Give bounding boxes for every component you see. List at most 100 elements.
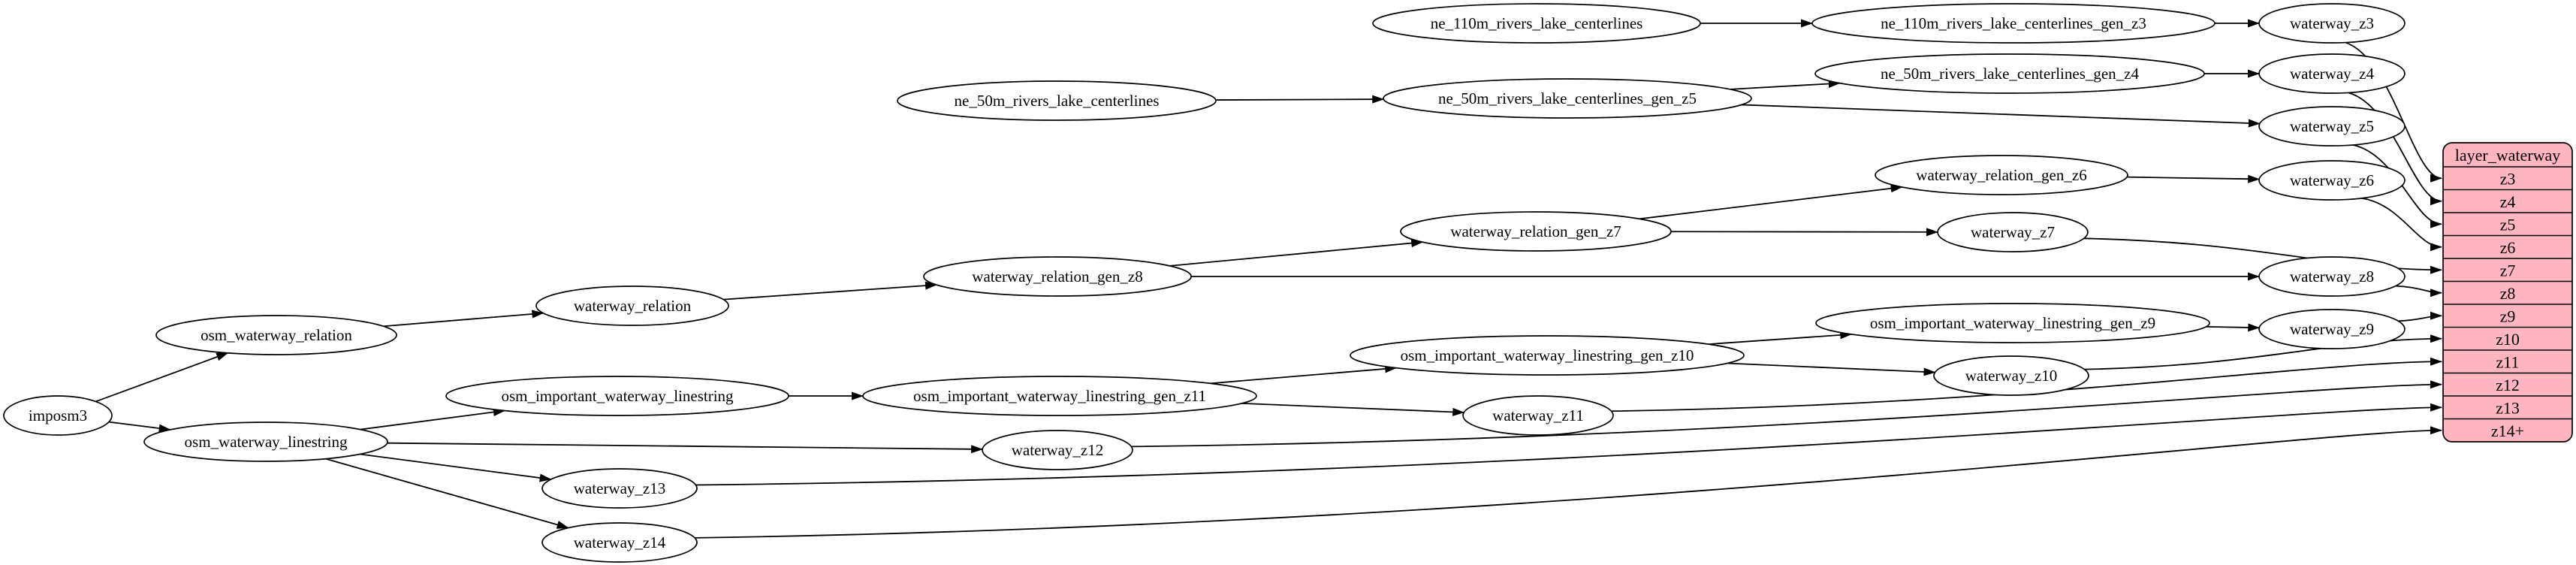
edges-layer — [95, 19, 2442, 539]
node-imposm3: imposm3 — [3, 395, 113, 436]
node-label-waterway_z4: waterway_z4 — [2290, 65, 2374, 83]
edge-ne_50m_rivers_lake_centerlines-to-ne_50m_rivers_lake_centerlines_gen_z5 — [1215, 95, 1385, 104]
node-label-osm_waterway_relation: osm_waterway_relation — [201, 326, 352, 344]
edge-waterway_relation_gen_z7-to-waterway_z7 — [1670, 228, 1938, 237]
node-label-waterway_relation_gen_z6: waterway_relation_gen_z6 — [1916, 166, 2086, 184]
node-ellipse-waterway_z11 — [1462, 395, 1614, 436]
edge-waterway_z3-to-layer_waterway-z3 — [2345, 41, 2442, 183]
table-row-z14+: z14+ — [2491, 421, 2524, 440]
node-label-osm_important_waterway_linestring_gen_z11: osm_important_waterway_linestring_gen_z1… — [913, 387, 1206, 405]
edge-waterway_z11-to-layer_waterway-z11 — [1611, 357, 2442, 412]
table-row-z5: z5 — [2500, 215, 2516, 234]
node-ellipse-imposm3 — [3, 395, 113, 436]
node-waterway_z10: waterway_z10 — [1933, 355, 2089, 396]
table-row-z13: z13 — [2496, 398, 2520, 417]
node-waterway_z6: waterway_z6 — [2258, 160, 2406, 201]
node-label-waterway_z3: waterway_z3 — [2290, 14, 2374, 32]
edge-waterway_z12-to-layer_waterway-z12 — [1131, 380, 2442, 448]
node-osm_important_waterway_linestring_gen_z9: osm_important_waterway_linestring_gen_z9 — [1815, 303, 2210, 343]
edge-ne_50m_rivers_lake_centerlines_gen_z5-to-ne_50m_rivers_lake_centerlines_gen_z4 — [1730, 80, 1841, 90]
node-waterway_relation_gen_z6: waterway_relation_gen_z6 — [1875, 155, 2128, 195]
node-ellipse-osm_important_waterway_linestring — [445, 376, 789, 416]
node-ellipse-osm_waterway_relation — [155, 315, 397, 355]
node-label-waterway_z13: waterway_z13 — [574, 479, 665, 497]
edge-waterway_z5-to-layer_waterway-z5 — [2352, 144, 2442, 228]
edge-waterway_z14-to-layer_waterway-z14+ — [695, 426, 2442, 539]
table-row-z3: z3 — [2500, 169, 2516, 188]
edge-osm_important_waterway_linestring_gen_z10-to-waterway_z10 — [1727, 362, 1936, 376]
node-ne_50m_rivers_lake_centerlines_gen_z4: ne_50m_rivers_lake_centerlines_gen_z4 — [1814, 53, 2205, 94]
table-row-z12: z12 — [2496, 376, 2520, 394]
node-waterway_relation_gen_z8: waterway_relation_gen_z8 — [923, 256, 1192, 297]
node-ellipse-osm_important_waterway_linestring_gen_z9 — [1815, 303, 2210, 343]
node-osm_important_waterway_linestring_gen_z11: osm_important_waterway_linestring_gen_z1… — [862, 376, 1257, 416]
node-label-waterway_z6: waterway_z6 — [2290, 171, 2374, 189]
edge-waterway_relation_gen_z7-to-waterway_relation_gen_z6 — [1639, 184, 1903, 220]
edge-waterway_z13-to-layer_waterway-z13 — [695, 403, 2442, 486]
edge-waterway_z9-to-layer_waterway-z9 — [2398, 311, 2442, 322]
node-waterway_z8: waterway_z8 — [2258, 256, 2406, 297]
edge-osm_waterway_linestring-to-waterway_z14 — [325, 458, 569, 529]
node-ellipse-waterway_z8 — [2258, 256, 2406, 297]
node-ellipse-waterway_z4 — [2258, 53, 2406, 94]
edge-ne_50m_rivers_lake_centerlines_gen_z5-to-waterway_z5 — [1741, 104, 2261, 128]
node-label-waterway_z7: waterway_z7 — [1971, 223, 2055, 241]
node-label-waterway_z12: waterway_z12 — [1012, 441, 1103, 459]
edge-waterway_z10-to-layer_waterway-z10 — [2084, 334, 2442, 370]
table-row-z11: z11 — [2496, 352, 2520, 371]
node-ellipse-osm_important_waterway_linestring_gen_z11 — [862, 376, 1257, 416]
edge-waterway_relation-to-waterway_relation_gen_z8 — [723, 281, 938, 301]
table-row-z7: z7 — [2500, 261, 2516, 279]
edge-imposm3-to-osm_waterway_linestring — [108, 421, 171, 433]
edge-osm_waterway_linestring-to-waterway_z13 — [360, 453, 552, 482]
node-ellipse-ne_110m_rivers_lake_centerlines — [1372, 3, 1701, 44]
table-row-z9: z9 — [2500, 307, 2516, 325]
node-ellipse-waterway_z6 — [2258, 160, 2406, 201]
node-ellipse-waterway_z3 — [2258, 3, 2406, 44]
table-row-z4: z4 — [2500, 192, 2516, 211]
node-label-waterway_z11: waterway_z11 — [1492, 406, 1584, 425]
node-waterway_z5: waterway_z5 — [2258, 106, 2406, 147]
node-ellipse-waterway_relation_gen_z7 — [1400, 211, 1672, 252]
table-row-z6: z6 — [2500, 238, 2516, 257]
edge-waterway_relation_gen_z6-to-waterway_z6 — [2127, 174, 2261, 183]
edge-waterway_z8-to-layer_waterway-z8 — [2395, 285, 2442, 298]
node-waterway_relation: waterway_relation — [535, 286, 729, 326]
node-label-waterway_relation_gen_z8: waterway_relation_gen_z8 — [972, 267, 1142, 286]
node-osm_important_waterway_linestring_gen_z10: osm_important_waterway_linestring_gen_z1… — [1350, 335, 1745, 376]
layer-waterway-table: layer_waterwayz3z4z5z6z7z8z9z10z11z12z13… — [2442, 142, 2573, 443]
node-label-ne_110m_rivers_lake_centerlines: ne_110m_rivers_lake_centerlines — [1431, 14, 1643, 32]
edge-osm_waterway_linestring-to-osm_important_waterway_linestring — [360, 408, 505, 431]
node-waterway_z7: waterway_z7 — [1937, 212, 2089, 252]
node-osm_important_waterway_linestring: osm_important_waterway_linestring — [445, 376, 789, 416]
node-label-waterway_relation_gen_z7: waterway_relation_gen_z7 — [1450, 222, 1621, 240]
node-label-waterway_relation: waterway_relation — [574, 297, 692, 315]
node-ellipse-waterway_relation_gen_z6 — [1875, 155, 2128, 195]
node-label-ne_110m_rivers_lake_centerlines_gen_z3: ne_110m_rivers_lake_centerlines_gen_z3 — [1881, 14, 2146, 32]
node-waterway_z3: waterway_z3 — [2258, 3, 2406, 44]
edge-osm_important_waterway_linestring_gen_z11-to-osm_important_waterway_linestring_gen_z10 — [1210, 364, 1398, 385]
node-ellipse-waterway_z10 — [1933, 355, 2089, 396]
node-ellipse-waterway_z9 — [2258, 309, 2406, 349]
node-ellipse-waterway_z5 — [2258, 106, 2406, 147]
node-ne_110m_rivers_lake_centerlines: ne_110m_rivers_lake_centerlines — [1372, 3, 1701, 44]
node-label-ne_50m_rivers_lake_centerlines: ne_50m_rivers_lake_centerlines — [955, 92, 1160, 110]
edge-imposm3-to-osm_waterway_relation — [95, 352, 229, 403]
node-osm_waterway_relation: osm_waterway_relation — [155, 315, 397, 355]
node-ellipse-waterway_relation_gen_z8 — [923, 256, 1192, 297]
table-frame — [2442, 142, 2573, 443]
node-waterway_z12: waterway_z12 — [982, 430, 1133, 470]
node-ne_110m_rivers_lake_centerlines_gen_z3: ne_110m_rivers_lake_centerlines_gen_z3 — [1811, 3, 2216, 44]
node-waterway_relation_gen_z7: waterway_relation_gen_z7 — [1400, 211, 1672, 252]
node-osm_waterway_linestring: osm_waterway_linestring — [143, 421, 388, 462]
node-ellipse-waterway_z7 — [1937, 212, 2089, 252]
table-title: layer_waterway — [2455, 146, 2560, 165]
node-waterway_z9: waterway_z9 — [2258, 309, 2406, 349]
edge-osm_important_waterway_linestring_gen_z11-to-waterway_z11 — [1241, 402, 1465, 416]
node-label-waterway_z10: waterway_z10 — [1965, 367, 2057, 385]
node-ellipse-waterway_relation — [535, 286, 729, 326]
node-label-osm_important_waterway_linestring_gen_z10: osm_important_waterway_linestring_gen_z1… — [1401, 346, 1694, 364]
node-ellipse-ne_50m_rivers_lake_centerlines — [897, 80, 1217, 121]
